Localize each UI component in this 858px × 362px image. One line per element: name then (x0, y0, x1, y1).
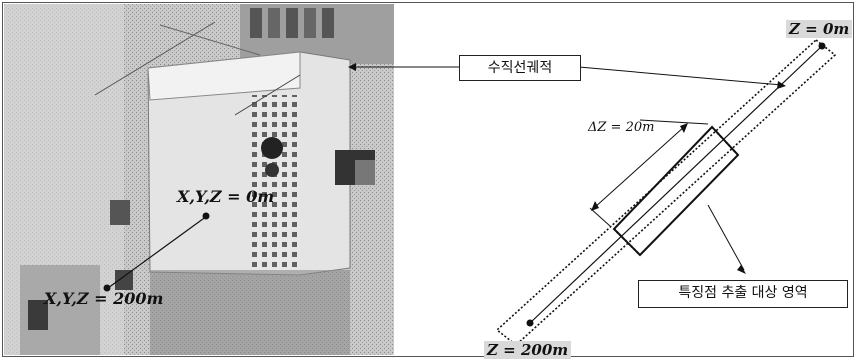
top-point-marker (203, 213, 210, 220)
feature-region-box (614, 127, 738, 255)
z-bottom-label: Z = 200m (484, 341, 571, 359)
vertical-trajectory-callout: 수직선궤적 (459, 55, 581, 81)
z0-marker (819, 43, 826, 50)
delta-z-dimension (594, 126, 685, 208)
delta-z-label: ΔZ = 20m (588, 120, 654, 135)
z-top-label: Z = 0m (786, 20, 852, 38)
z200-marker (527, 320, 534, 327)
bottom-point-label: X,Y,Z = 200m (44, 289, 163, 308)
feature-region-callout: 특징점 추출 대상 영역 (638, 280, 848, 308)
top-point-label: X,Y,Z = 0m (177, 187, 274, 206)
